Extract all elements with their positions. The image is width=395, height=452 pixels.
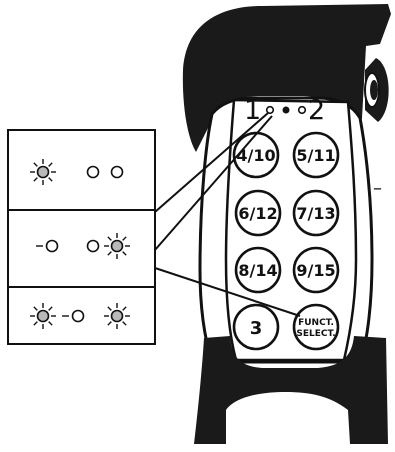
button-label: 3 — [250, 318, 263, 339]
legend-led-on-icon — [30, 159, 56, 185]
button-label: 9/15 — [296, 261, 335, 280]
legend-led-off-icon — [112, 167, 123, 178]
legend-led-on-icon — [104, 303, 130, 329]
legend-led-off-icon — [88, 167, 99, 178]
legend-led-on-icon — [30, 303, 56, 329]
button-3[interactable]: 3 — [234, 305, 278, 349]
button-label: 6/12 — [238, 204, 277, 223]
button-8-14[interactable]: 8/14 — [236, 248, 280, 292]
button-9-15[interactable]: 9/15 — [294, 248, 338, 292]
legend-led-on-icon — [104, 233, 130, 259]
button-7-13[interactable]: 7/13 — [294, 191, 338, 235]
indicator-led-right — [299, 107, 306, 114]
indicator-label-2: 2 — [308, 95, 325, 126]
function-select-button[interactable]: FUNCT. SELECT. — [294, 305, 338, 349]
side-knob — [365, 58, 389, 122]
button-label-line2: SELECT. — [296, 329, 335, 339]
button-4-10[interactable]: 4/10 — [234, 133, 278, 177]
button-label: 8/14 — [238, 261, 277, 280]
legend-led-off-icon — [88, 241, 99, 252]
button-label: 7/13 — [296, 204, 335, 223]
button-6-12[interactable]: 6/12 — [236, 191, 280, 235]
button-label-line1: FUNCT. — [298, 318, 334, 328]
side-mark: – — [373, 178, 382, 199]
indicator-led-left — [267, 107, 274, 114]
led-status-legend — [8, 130, 155, 344]
button-label: 5/11 — [296, 146, 335, 165]
indicator-led-middle — [283, 107, 290, 114]
button-5-11[interactable]: 5/11 — [294, 133, 338, 177]
